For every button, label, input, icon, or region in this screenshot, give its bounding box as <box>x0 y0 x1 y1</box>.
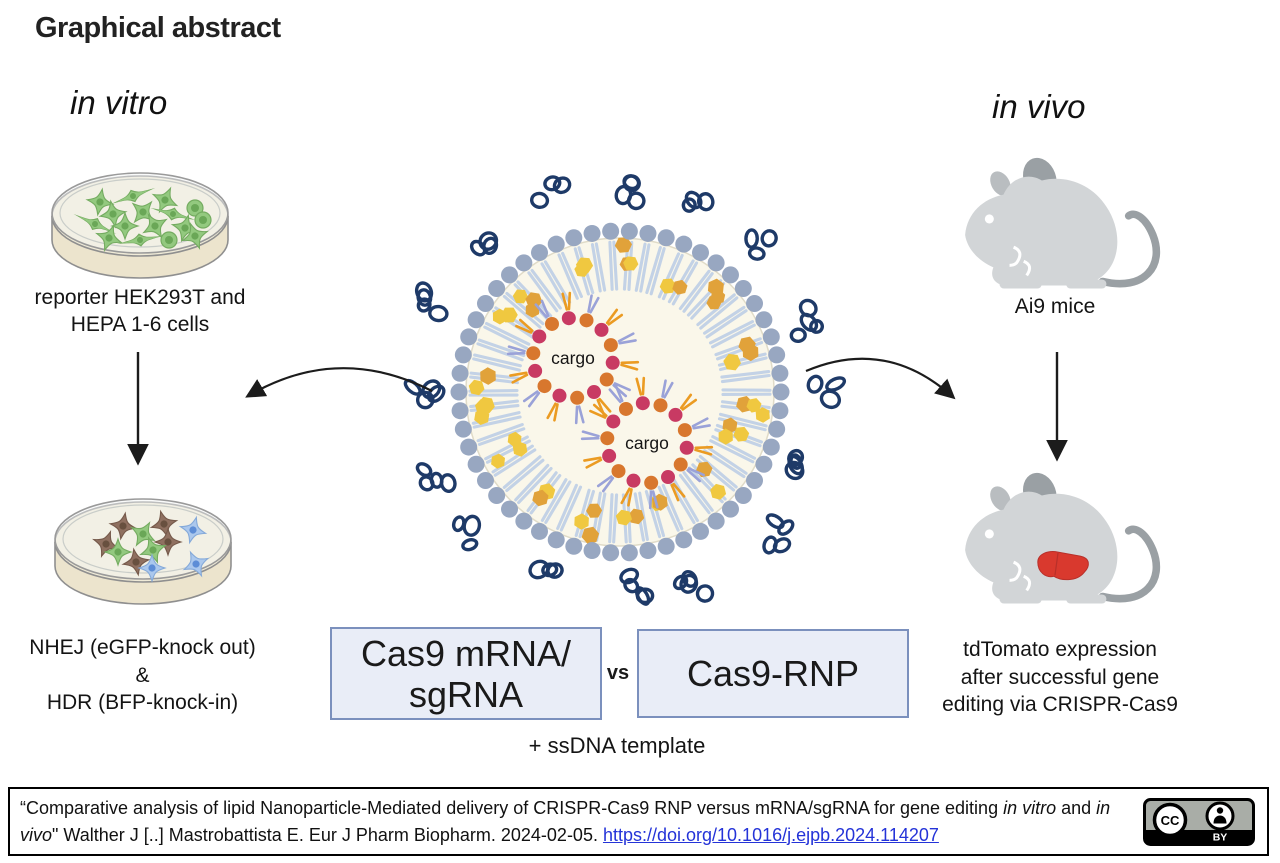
vs-label: vs <box>606 662 630 684</box>
cas9-rnp-label: Cas9-RNP <box>686 653 860 694</box>
in-vivo-label: in vivo <box>992 88 1086 125</box>
ssdna-template-note: + ssDNA template <box>528 733 706 758</box>
tdtomato-label: tdTomato expression after successful gen… <box>942 638 1178 716</box>
by-text: BY <box>1213 832 1228 844</box>
cc-text: CC <box>1161 813 1180 828</box>
cas9-mrna-sgrna-box: Cas9 mRNA/ sgRNA <box>330 627 602 720</box>
cc-by-license-badge: CC BY <box>1143 798 1255 846</box>
in-vitro-label: in vitro <box>70 84 168 121</box>
dish1-label: reporter HEK293T and HEPA 1-6 cells <box>34 286 246 336</box>
cargo-label-1: cargo <box>551 348 595 368</box>
cas9-rnp-box: Cas9-RNP <box>637 629 909 718</box>
citation-part2: and <box>1056 798 1097 818</box>
cargo-label-2: cargo <box>625 433 669 453</box>
lipid-nanoparticle-illustration: cargo cargo <box>403 174 847 606</box>
ai9-mice-label: Ai9 mice <box>1014 295 1096 318</box>
petri-dish-reporter-cells <box>51 172 229 279</box>
cc-logo-icon <box>1152 802 1188 838</box>
citation-text: “Comparative analysis of lipid Nanoparti… <box>20 795 1120 848</box>
citation-in-vivo: in vivo <box>20 798 1111 845</box>
citation-in-vitro: in vitro <box>1003 798 1057 818</box>
petri-dish-edited-cells <box>54 498 232 605</box>
nhej-hdr-label: NHEJ (eGFP-knock out) & HDR (BFP-knock-i… <box>29 636 256 714</box>
page-title: Graphical abstract <box>35 12 281 44</box>
person-icon <box>1205 801 1235 831</box>
lnp-membrane-and-peg <box>403 174 847 606</box>
green-reporter-cells <box>73 186 212 252</box>
cas9-mrna-line2: sgRNA <box>408 673 524 715</box>
citation-part3: " Walther J [..] Mastrobattista E. Eur J… <box>52 824 603 845</box>
liver-icon <box>1037 551 1089 581</box>
doi-link[interactable]: https://doi.org/10.1016/j.ejpb.2024.1142… <box>602 824 939 845</box>
citation-part1: “Comparative analysis of lipid Nanoparti… <box>20 798 1004 818</box>
edited-mouse-illustration <box>953 465 1165 623</box>
edited-cells <box>92 509 210 583</box>
cas9-mrna-line1: Cas9 mRNA/ <box>360 632 572 674</box>
citation-bar: “Comparative analysis of lipid Nanoparti… <box>8 787 1269 856</box>
ai9-mouse-illustration <box>953 150 1165 308</box>
